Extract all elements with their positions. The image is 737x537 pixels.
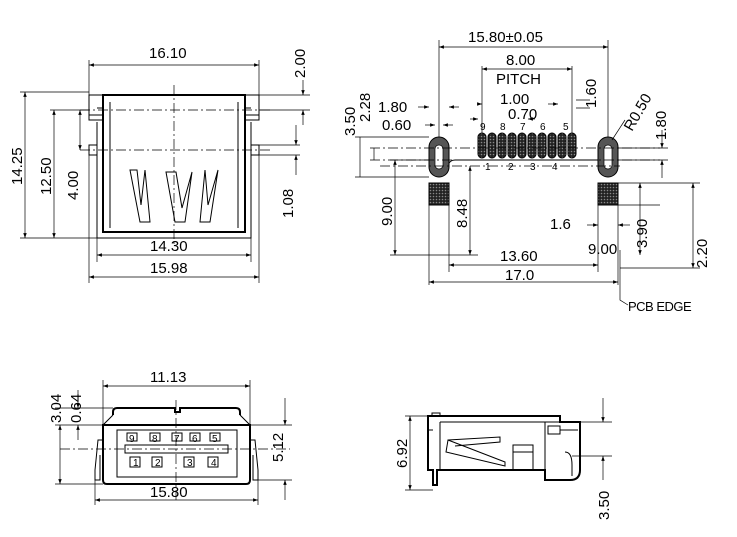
face-opening (116, 429, 238, 478)
dim-16-10: 16.10 (149, 45, 187, 62)
face-pin-5: 5 (212, 434, 218, 445)
face-pin-1: 1 (133, 458, 139, 469)
face-pin-8: 8 (152, 434, 158, 445)
dim-8-48: 8.48 (454, 199, 471, 228)
signal-pads (477, 132, 577, 159)
dim-1-08: 1.08 (280, 189, 297, 218)
face-right-leg (250, 439, 259, 481)
dim-1-6: 1.6 (550, 216, 571, 233)
pin-label-7: 7 (520, 122, 526, 133)
dim-r0-50: R0.50 (621, 91, 656, 134)
pin-label-5: 5 (563, 122, 569, 133)
dim-9-00-right: 9.00 (588, 241, 617, 258)
front-view: 16.10 2.00 1.08 14.25 12.50 4.00 14.30 1… (9, 45, 310, 283)
footprint-view: 9 8 7 6 5 1 2 3 4 15.80±0.05 8.00 PITCH … (342, 29, 711, 314)
left-square-pad (428, 182, 450, 206)
dim-17-0: 17.0 (505, 267, 534, 284)
face-pin-2: 2 (155, 458, 161, 469)
pin-label-1: 1 (485, 162, 491, 173)
right-square-pad (597, 182, 619, 206)
face-view: 9 8 7 6 5 1 2 3 4 11.13 15.80 3.04 0.64 (48, 369, 292, 505)
dim-2-00: 2.00 (292, 49, 309, 78)
face-dim-0-64: 0.64 (68, 394, 85, 423)
side-spring-finger (445, 439, 506, 467)
pin-label-8: 8 (500, 122, 506, 133)
left-tab (88, 94, 104, 116)
face-pin-3: 3 (187, 458, 193, 469)
dim-1-80-right: 1.80 (653, 111, 670, 140)
dim-15-98: 15.98 (150, 260, 188, 277)
dim-1-80-left: 1.80 (378, 99, 407, 116)
dim-1-60: 1.60 (583, 79, 600, 108)
dim-2-20: 2.20 (694, 239, 711, 268)
face-pin-4: 4 (211, 458, 217, 469)
side-body-outline (427, 415, 581, 486)
dim-3-50: 3.50 (342, 107, 359, 136)
face-pin-7: 7 (174, 434, 180, 445)
face-dim-15-80: 15.80 (150, 484, 188, 501)
dim-13-60: 13.60 (500, 248, 538, 265)
pcb-edge-label: PCB EDGE (628, 299, 692, 314)
side-view: 6.92 3.50 (394, 398, 613, 520)
pin-label-3: 3 (530, 162, 536, 173)
face-housing-top (112, 407, 241, 415)
side-latch (512, 444, 534, 471)
spring-finger-left (129, 169, 151, 223)
dim-15-80-tol: 15.80±0.05 (468, 29, 543, 46)
dim-9-00-left: 9.00 (379, 197, 396, 226)
dim-4-00: 4.00 (65, 171, 82, 200)
dim-1-00: 1.00 (500, 91, 529, 108)
face-pin-9: 9 (129, 434, 135, 445)
spring-finger-right (199, 169, 219, 223)
face-housing (102, 424, 251, 485)
side-dim-6-92: 6.92 (394, 439, 411, 468)
side-dim-3-50: 3.50 (596, 491, 613, 520)
face-left-leg (94, 439, 103, 481)
pin-label-6: 6 (540, 122, 546, 133)
pitch-label: PITCH (496, 71, 541, 88)
dim-2-28: 2.28 (357, 93, 374, 122)
spring-finger-mid (165, 171, 193, 223)
dim-3-90: 3.90 (634, 219, 651, 248)
dim-0-60: 0.60 (382, 117, 411, 134)
dim-14-25: 14.25 (9, 147, 26, 185)
dim-0-70: 0.70 (508, 106, 537, 123)
face-dim-5-12: 5.12 (270, 433, 287, 462)
pin-label-4: 4 (552, 162, 558, 173)
face-pin-6: 6 (192, 434, 198, 445)
dim-12-50: 12.50 (38, 157, 55, 195)
pin-label-9: 9 (480, 122, 486, 133)
pin-label-2: 2 (508, 162, 514, 173)
face-dim-11-13: 11.13 (150, 369, 186, 386)
face-dim-3-04: 3.04 (48, 394, 65, 423)
right-tab (244, 94, 260, 116)
dim-8-00: 8.00 (506, 52, 535, 69)
dim-14-30: 14.30 (150, 238, 188, 255)
